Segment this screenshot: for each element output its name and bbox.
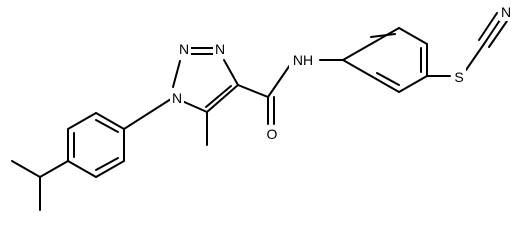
bond-isopropyl-to-ring bbox=[39, 160, 69, 178]
bond-phenyl1-f bbox=[67, 160, 97, 178]
bond-isopropyl-methyl-left bbox=[11, 160, 41, 178]
atom-n-nitrile-label: N bbox=[501, 4, 511, 20]
atom-s: S bbox=[452, 68, 466, 86]
bond-triazole-c5-n1 bbox=[181, 100, 208, 113]
bond-phenyl2-b-inner bbox=[370, 33, 396, 38]
bond-triazole-n1-n2 bbox=[172, 60, 181, 88]
atom-labels: N N N NH O S N bbox=[170, 3, 513, 143]
bond-triazole-c4-c5 bbox=[206, 84, 239, 113]
bond-phenyl1-c-inner bbox=[95, 119, 119, 133]
bond-triazole-n3-c4 bbox=[223, 59, 239, 86]
atom-n1-label: N bbox=[172, 90, 182, 106]
bond-phenyl1-e-inner bbox=[95, 157, 119, 171]
atom-s-label: S bbox=[454, 69, 463, 85]
atom-n2-label: N bbox=[179, 41, 189, 57]
bond-phenyl1-c bbox=[95, 112, 125, 130]
atom-o-background bbox=[264, 125, 280, 143]
atom-s-background bbox=[452, 68, 466, 86]
bond-phenyl2-a bbox=[342, 43, 372, 61]
atom-n3-background bbox=[213, 40, 227, 58]
atom-n-nitrile: N bbox=[499, 3, 513, 21]
bond-phenyl2-g bbox=[342, 59, 372, 77]
bond-carbonyl-to-nh bbox=[267, 64, 291, 98]
atom-n-nitrile-background bbox=[499, 3, 513, 21]
bond-s-to-c bbox=[465, 43, 485, 71]
bond-phenyl1-e bbox=[95, 160, 125, 178]
atom-n1-background bbox=[170, 89, 184, 107]
bond-phenyl2-f bbox=[370, 75, 400, 93]
atom-o: O bbox=[264, 125, 280, 143]
atom-n1: N bbox=[170, 89, 184, 107]
chemical-structure-diagram: N N N NH O S N bbox=[11, 3, 513, 211]
atom-n2-background bbox=[177, 40, 191, 58]
atom-n2: N bbox=[177, 40, 191, 58]
bond-c-n-triple-b bbox=[478, 12, 498, 41]
atom-nh: NH bbox=[289, 51, 317, 69]
bond-phenyl2-f-inner bbox=[376, 72, 400, 86]
atom-nh-background bbox=[289, 51, 317, 69]
atom-o-label: O bbox=[267, 126, 278, 142]
bond-c4-to-carbonyl bbox=[237, 84, 269, 98]
bond-phenyl2-c bbox=[398, 27, 428, 45]
bond-phenyl2-e bbox=[398, 75, 428, 93]
bond-phenyl-to-n1 bbox=[123, 98, 172, 130]
atom-nh-label: NH bbox=[293, 52, 313, 68]
bond-phenyl1-b bbox=[67, 112, 97, 130]
bond-c-n-triple-c bbox=[488, 20, 508, 48]
bond-c-n-triple-a bbox=[483, 16, 503, 45]
bond-triazole-c4-c5-inner bbox=[205, 85, 232, 108]
atom-n3-label: N bbox=[215, 41, 225, 57]
bond-set bbox=[11, 12, 508, 211]
atom-n3: N bbox=[213, 40, 227, 58]
